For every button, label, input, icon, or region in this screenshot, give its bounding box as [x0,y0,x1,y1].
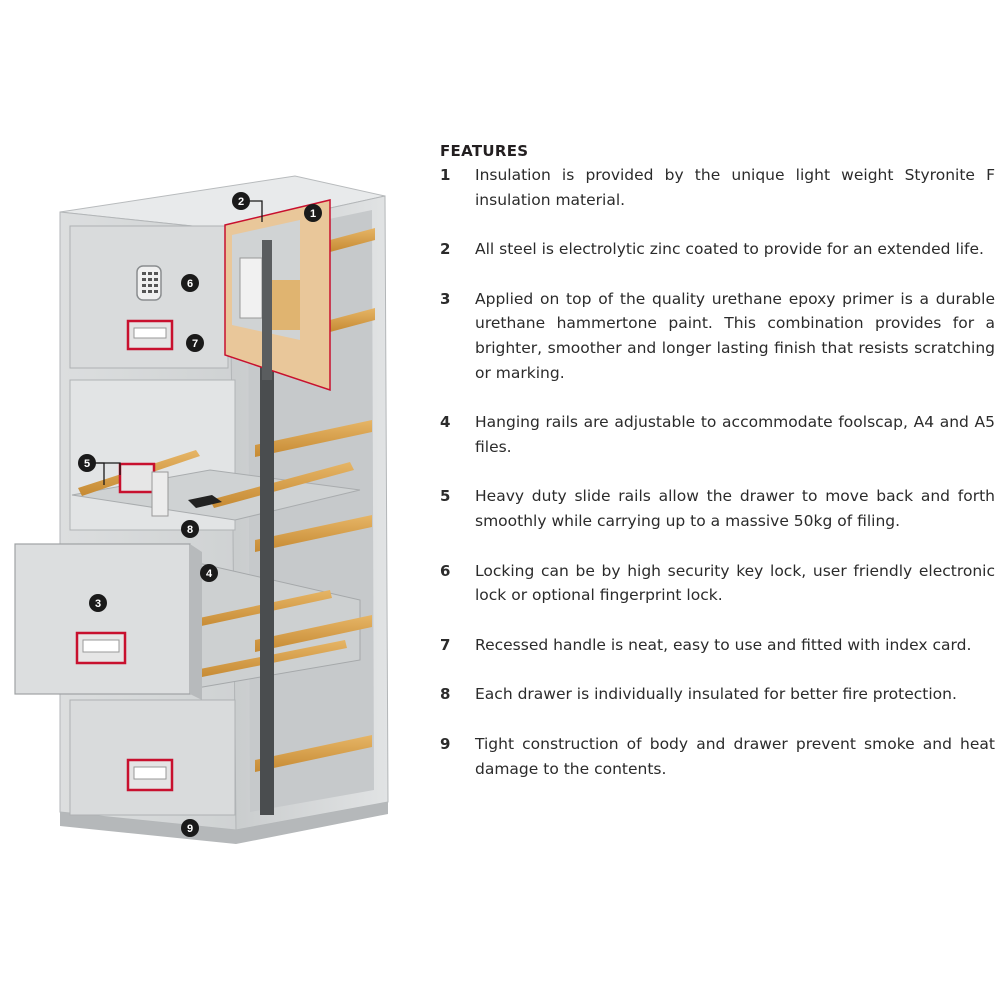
feature-item-3: 3 Applied on top of the quality urethane… [440,287,995,385]
cabinet-plinth [60,802,388,844]
feature-item-8: 8 Each drawer is individually insulated … [440,682,995,707]
feature-text: Each drawer is individually insulated fo… [475,685,957,704]
feature-text: Tight construction of body and drawer pr… [475,734,995,778]
feature-item-9: 9 Tight construction of body and drawer … [440,732,995,781]
feature-item-7: 7 Recessed handle is neat, easy to use a… [440,633,995,658]
callout-9-label: 9 [187,823,193,835]
callout-4-label: 4 [206,568,213,580]
feature-text: Hanging rails are adjustable to accommod… [475,413,995,456]
feature-number: 1 [440,166,451,184]
feature-text: Locking can be by high security key lock… [475,561,995,605]
feature-text: Applied on top of the quality urethane e… [475,289,995,382]
callout-9: 9 [181,819,199,837]
callout-3: 3 [89,594,107,612]
callout-2-label: 2 [238,196,244,208]
feature-text: Insulation is provided by the unique lig… [475,166,995,209]
interior-rails [255,228,375,772]
insulation-channel [260,250,274,815]
drawer-middle-handle [118,462,156,494]
feature-number: 9 [440,734,451,753]
feature-number: 2 [440,240,451,259]
filing-cabinet-illustration: 1 2 3 4 5 6 7 8 9 [14,175,389,844]
feature-number: 4 [440,413,451,432]
callout-2: 2 [232,192,250,210]
callout-4: 4 [200,564,218,582]
feature-item-4: 4 Hanging rails are adjustable to accomm… [440,410,995,459]
keypad-buttons [142,272,158,293]
callout-leaders [94,200,263,485]
feature-text: Heavy duty slide rails allow the drawer … [475,487,995,530]
feature-text: Recessed handle is neat, easy to use and… [475,635,972,654]
features-panel: FEATURES 1 Insulation is provided by the… [440,140,995,781]
feature-text: All steel is electrolytic zinc coated to… [475,240,984,259]
callout-1-label: 1 [310,208,316,220]
callout-8: 8 [181,520,199,538]
feature-number: 8 [440,685,451,704]
feature-number: 6 [440,561,451,580]
hanging-rail-right [210,462,354,508]
callout-7: 7 [186,334,204,352]
callout-5: 5 [78,454,96,472]
fire-insulation-pad [188,495,222,508]
callout-1: 1 [304,204,322,222]
drawer-3-front [14,543,191,695]
electronic-lock-keypad [136,265,162,301]
feature-item-6: 6 Locking can be by high security key lo… [440,559,995,608]
callout-6: 6 [181,274,199,292]
drawer-bottom-front [69,699,236,816]
feature-item-5: 5 Heavy duty slide rails allow the drawe… [440,484,995,533]
feature-item-1: 1 Insulation is provided by the unique l… [440,163,995,212]
feature-item-2: 2 All steel is electrolytic zinc coated … [440,237,995,262]
feature-number: 7 [440,635,451,654]
callout-7-label: 7 [192,338,198,350]
callout-6-label: 6 [187,278,193,290]
callout-5-label: 5 [84,458,90,470]
features-list: 1 Insulation is provided by the unique l… [440,163,995,781]
features-heading: FEATURES [440,142,529,160]
callout-8-label: 8 [187,524,193,536]
feature-number: 5 [440,487,451,506]
callout-3-label: 3 [95,598,101,610]
feature-number: 3 [440,289,451,308]
